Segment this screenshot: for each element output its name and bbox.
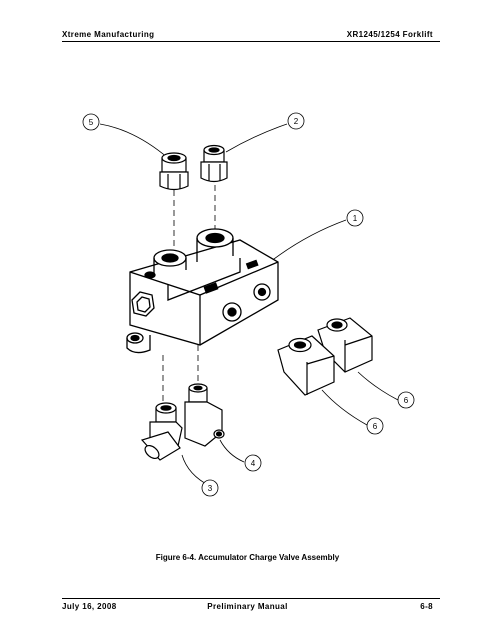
callout-6-upper: 6: [397, 391, 415, 409]
callout-6-lower: 6: [366, 417, 384, 435]
svg-text:1: 1: [353, 214, 358, 223]
svg-text:4: 4: [251, 459, 256, 468]
footer-rule: [62, 598, 440, 599]
figure-caption: Figure 6-4. Accumulator Charge Valve Ass…: [155, 553, 340, 562]
footer-title: Preliminary Manual: [207, 602, 288, 611]
fitting-item-4: [184, 383, 225, 447]
header-model: XR1245/1254 Forklift: [346, 30, 433, 39]
callout-3: 3: [201, 479, 219, 497]
callout-1: 1: [346, 209, 364, 227]
header-company: Xtreme Manufacturing: [62, 30, 155, 39]
svg-text:6: 6: [404, 396, 409, 405]
svg-text:6: 6: [373, 422, 378, 431]
svg-text:3: 3: [208, 484, 213, 493]
fitting-item-3: [140, 402, 183, 461]
valve-body-item-1: [126, 228, 279, 354]
header-rule: [62, 41, 440, 42]
fitting-item-2: [200, 144, 228, 183]
callout-4: 4: [244, 454, 262, 472]
svg-text:2: 2: [294, 117, 299, 126]
callout-2: 2: [287, 112, 305, 130]
assembly-centerlines: [162, 185, 216, 405]
elbow-item-6-lower: [277, 335, 335, 396]
callout-5: 5: [82, 113, 100, 131]
page-number: 6-8: [420, 602, 433, 611]
footer-date: July 16, 2008: [62, 602, 117, 611]
fitting-item-5: [159, 152, 189, 191]
svg-text:5: 5: [89, 118, 94, 127]
